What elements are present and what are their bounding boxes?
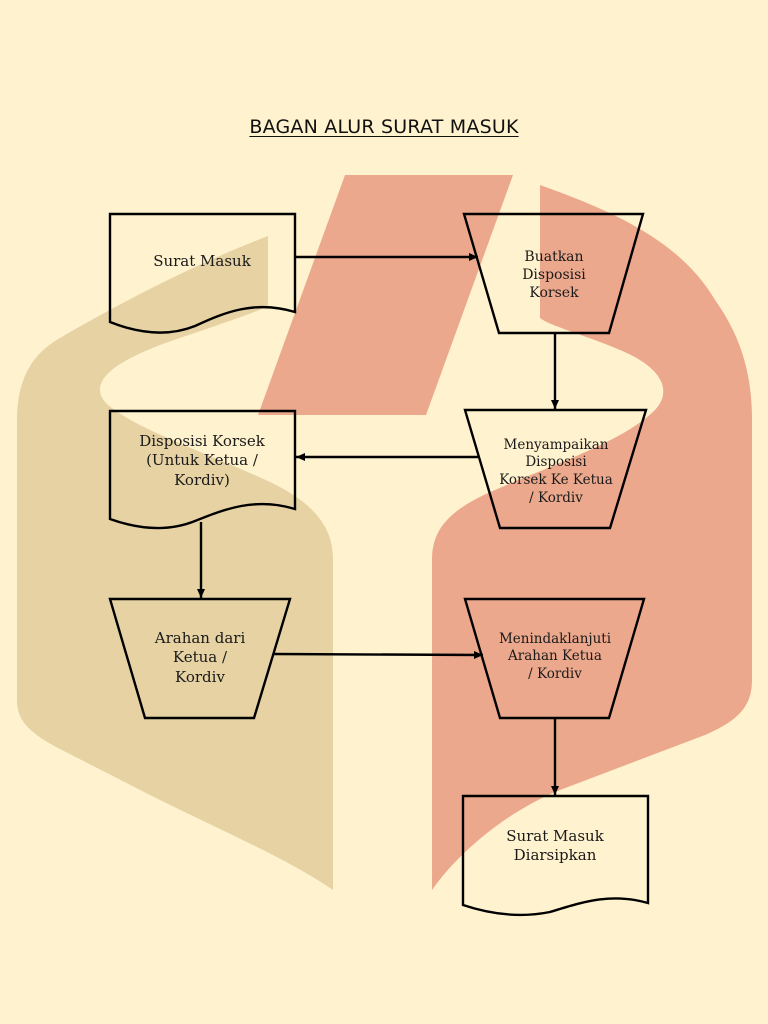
- node-menindaklanjuti-shape: [463, 597, 646, 720]
- node-diarsipkan-shape: [461, 794, 650, 917]
- node-disposisi-korsek-label: Disposisi Korsek (Untuk Ketua / Kordiv): [139, 431, 265, 489]
- watermark-salmon-shape: [432, 185, 752, 890]
- node-arahan-label: Arahan dari Ketua / Kordiv: [154, 628, 246, 686]
- node-buatkan-disposisi-label: Buatkan Disposisi Korsek: [522, 248, 586, 302]
- watermark-salmon-parallelogram: [258, 175, 513, 415]
- node-menindaklanjuti-label: Menindaklanjuti Arahan Ketua / Kordiv: [498, 630, 612, 682]
- node-shapes: [108, 212, 650, 917]
- node-disposisi-korsek-shape: [108, 409, 297, 530]
- node-buatkan-disposisi-shape: [462, 212, 645, 335]
- node-menyampaikan-disposisi-shape: [463, 408, 648, 530]
- node-surat-masuk-label: Surat Masuk: [153, 252, 251, 271]
- node-menyampaikan-disposisi-label: Menyampaikan Disposisi Korsek Ke Ketua /…: [499, 436, 613, 506]
- watermark-tan-shape: [17, 236, 333, 890]
- node-surat-masuk-shape: [108, 212, 297, 334]
- node-diarsipkan-label: Surat Masuk Diarsipkan: [506, 826, 604, 865]
- page-title: BAGAN ALUR SURAT MASUK: [249, 116, 519, 138]
- arrow-arahan-to-menindaklanjuti: [273, 650, 484, 659]
- connector-lines: [197, 253, 559, 795]
- node-arahan-shape: [108, 597, 292, 720]
